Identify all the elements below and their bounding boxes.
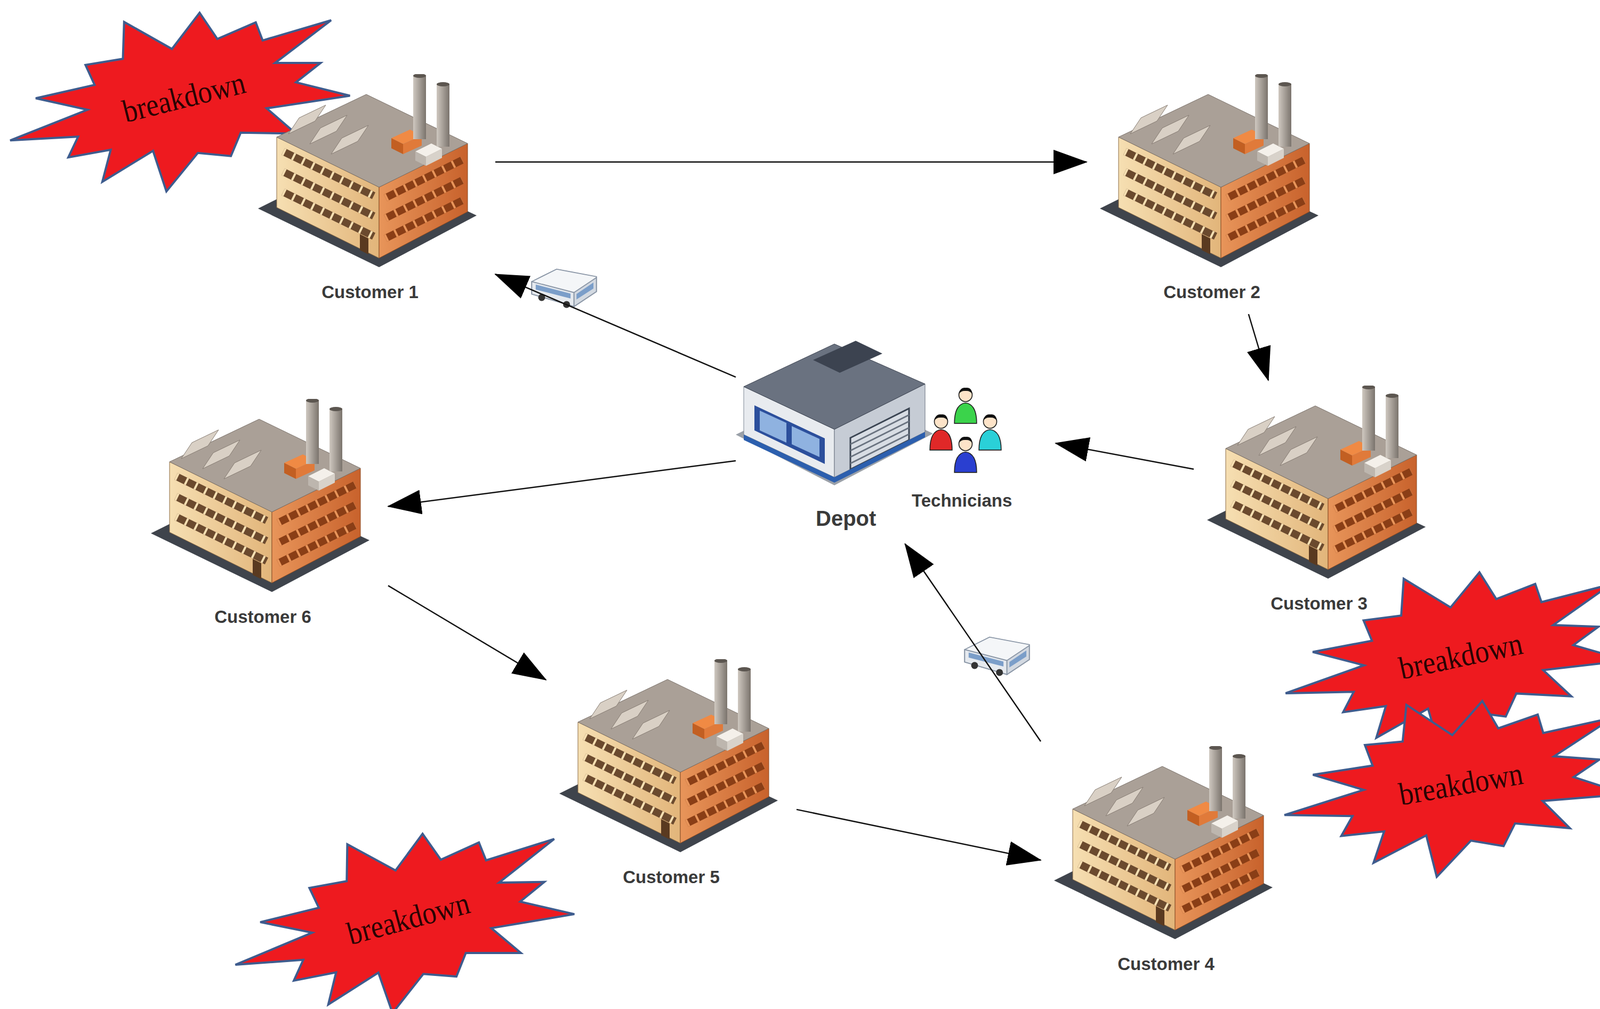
route-arrow bbox=[388, 460, 736, 507]
customer-node: Customer 5 bbox=[545, 653, 797, 899]
customer-node: Customer 3 bbox=[1193, 380, 1445, 626]
customer-label: Customer 5 bbox=[545, 866, 797, 888]
route-arrow bbox=[495, 161, 1087, 164]
route-arrow bbox=[1055, 443, 1194, 470]
depot-label: Depot bbox=[815, 506, 876, 531]
technicians-label: Technicians bbox=[911, 490, 1012, 511]
route-arrow bbox=[1248, 314, 1269, 381]
customer-label: Customer 6 bbox=[137, 606, 389, 627]
customer-node: Customer 4 bbox=[1040, 740, 1292, 986]
breakdown-burst bbox=[235, 833, 575, 1009]
customer-label: Customer 4 bbox=[1040, 953, 1292, 975]
route-arrow bbox=[388, 585, 546, 680]
depot-node: Depot Technicians bbox=[735, 330, 1056, 544]
route-arrow bbox=[796, 809, 1041, 860]
customer-label: Customer 3 bbox=[1193, 593, 1445, 614]
customer-node: Customer 6 bbox=[137, 393, 389, 639]
customer-node: Customer 1 bbox=[244, 68, 496, 315]
customer-label: Customer 2 bbox=[1086, 282, 1338, 303]
route-arrow bbox=[495, 274, 736, 377]
customer-node: Customer 2 bbox=[1086, 68, 1338, 315]
customer-label: Customer 1 bbox=[244, 282, 496, 303]
route-arrow bbox=[905, 543, 1042, 742]
breakdown-burst bbox=[1284, 700, 1600, 877]
